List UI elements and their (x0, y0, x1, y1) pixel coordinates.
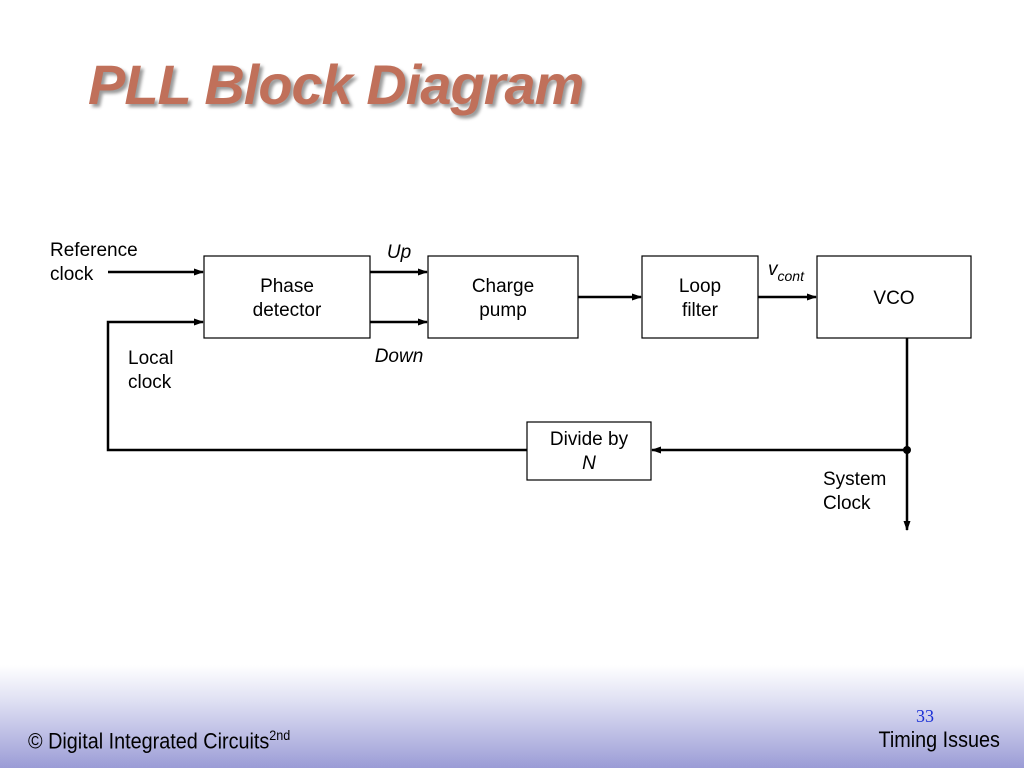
loop-filter-label-line1: Loop (679, 276, 721, 297)
charge-pump-label-line2: pump (479, 300, 527, 321)
vcont-base: v (768, 259, 779, 280)
divider-label-line1: Divide by (550, 429, 629, 450)
page-number: 33 (916, 706, 934, 726)
charge-pump-label-line1: Charge (472, 276, 534, 297)
vcont-label: vcont (768, 259, 805, 284)
vcont-subscript: cont (778, 268, 806, 284)
down-label: Down (375, 346, 424, 367)
vco-block (816, 255, 972, 339)
local-clock-feedback-wire (106, 318, 527, 452)
loop-filter-block (641, 255, 759, 339)
phase-detector-block (203, 255, 371, 339)
divider-label-line2: N (582, 453, 596, 474)
reference-clock-label-line2: clock (50, 264, 94, 285)
system-clock-label-line2: Clock (823, 493, 871, 514)
divider-block (526, 421, 652, 481)
phase-detector-label-line1: Phase (260, 276, 314, 297)
footer-copyright-edition: 2nd (269, 727, 291, 743)
local-clock-label-line2: clock (128, 372, 172, 393)
phase-detector-label-line2: detector (253, 300, 322, 321)
footer-section-title: Timing Issues (878, 727, 1000, 752)
system-clock-label-line1: System (823, 469, 886, 490)
junction-dot (903, 446, 911, 454)
reference-clock-label-line1: Reference (50, 240, 138, 261)
vco-label: VCO (873, 288, 914, 309)
footer-copyright: © Digital Integrated Circuits2nd (28, 727, 290, 754)
loop-filter-label-line2: filter (682, 300, 719, 321)
charge-pump-block (427, 255, 579, 339)
footer-copyright-text: © Digital Integrated Circuits (28, 728, 270, 754)
up-label: Up (387, 242, 411, 263)
slide-title: PLL Block Diagram (88, 53, 584, 116)
local-clock-label-line1: Local (128, 348, 173, 369)
footer-band (0, 665, 1024, 768)
